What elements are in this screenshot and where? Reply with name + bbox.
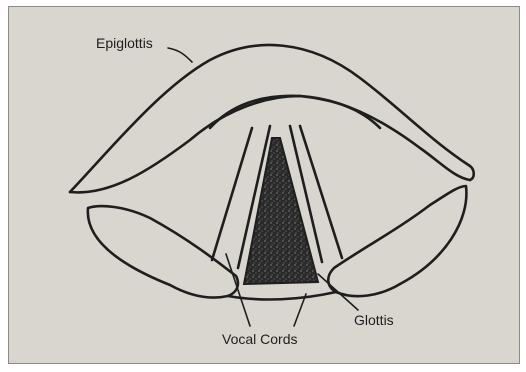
- inner-dome: [210, 96, 300, 128]
- epiglottis-leader: [168, 48, 192, 62]
- vocal-cords-label: Vocal Cords: [222, 332, 297, 346]
- glottis-label: Glottis: [354, 313, 394, 327]
- epiglottis-label: Epiglottis: [96, 36, 153, 50]
- glottis-opening: [244, 138, 318, 284]
- right-fold: [328, 186, 466, 296]
- left-cord-outer: [212, 128, 252, 260]
- glottis-leader: [318, 274, 358, 310]
